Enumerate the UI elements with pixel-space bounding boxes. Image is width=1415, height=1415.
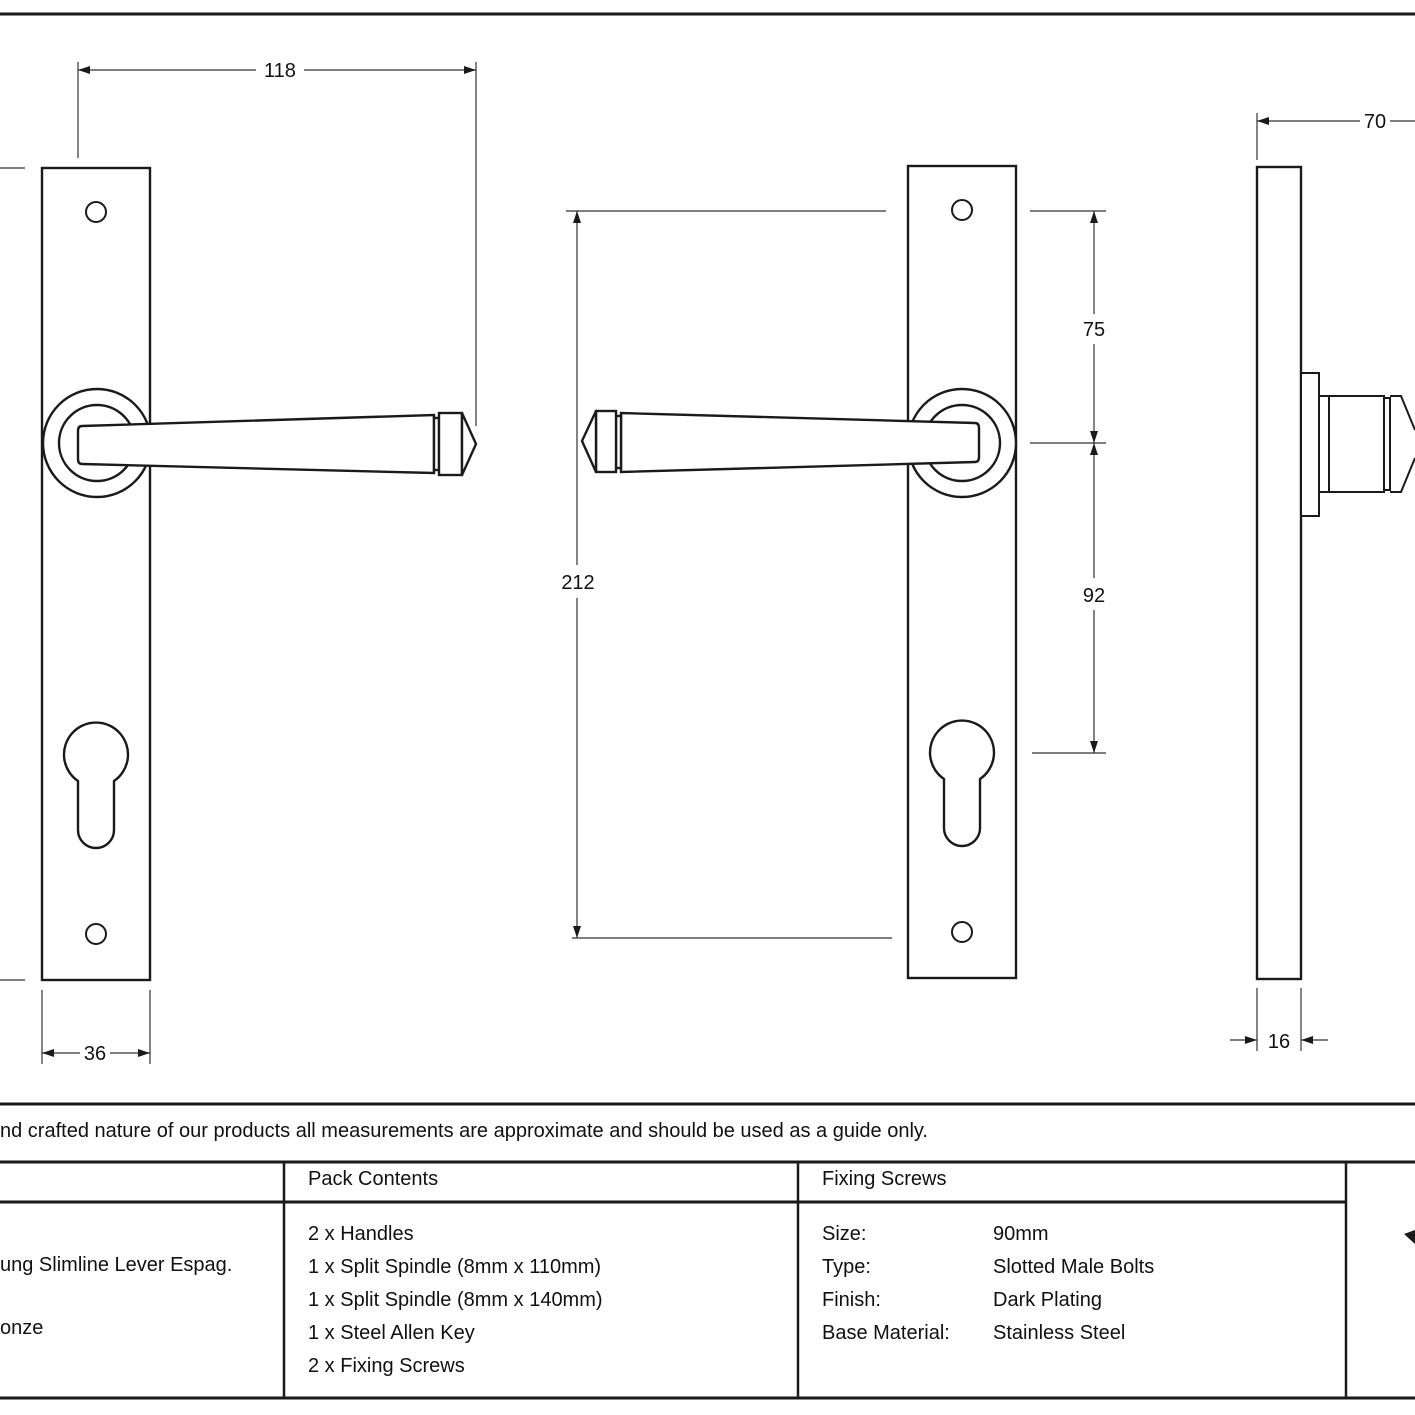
lever-end-cap [437,411,464,477]
spec-key: Type: [822,1256,871,1278]
lever-end-point [580,410,598,473]
spec-row: Finish: Dark Plating [822,1284,1154,1317]
collar-profile [1318,395,1330,493]
spec-row: Base Material: Stainless Steel [822,1317,1154,1350]
measurement-disclaimer: nd crafted nature of our products all me… [0,1120,928,1142]
side-view: 70 16 [1230,111,1415,1053]
neck-profile [1328,395,1385,493]
neck-ring [1383,397,1391,491]
dim-label-16: 16 [1268,1031,1290,1053]
logo-partial-icon [1404,1230,1415,1244]
backplate [40,166,152,982]
lever-end-cap [594,409,618,474]
dim-label-118: 118 [264,60,296,82]
list-item: 1 x Split Spindle (8mm x 110mm) [308,1256,602,1278]
product-name-partial: ung Slimline Lever Espag. [0,1254,233,1276]
lever-end-point [460,412,478,476]
spec-table-grid [0,1160,1415,1400]
top-fixing-hole [85,201,107,223]
fixing-screws-heading: Fixing Screws [822,1168,947,1190]
spec-key: Finish: [822,1289,881,1311]
backplate-profile [1255,165,1303,981]
euro-cylinder-cutout [928,719,996,848]
lever-arm [76,413,436,475]
bottom-fixing-hole [85,923,107,945]
list-item: 1 x Split Spindle (8mm x 140mm) [308,1289,603,1311]
list-item: 2 x Handles [308,1223,414,1245]
list-item: 2 x Fixing Screws [308,1355,465,1377]
rose-profile [1300,372,1320,517]
dim-label-70: 70 [1364,111,1386,133]
lever-profile [1390,395,1415,493]
spec-value: Stainless Steel [993,1322,1126,1344]
spec-value: 90mm [993,1223,1049,1245]
spec-table: ung Slimline Lever Espag. onze Pack Cont… [0,1162,1415,1399]
pack-contents-list: 2 x Handles 1 x Split Spindle (8mm x 110… [308,1218,603,1383]
dim-label-92: 92 [1083,585,1105,607]
spec-key: Base Material: [822,1322,950,1344]
lever-arm [619,411,981,474]
fixing-screws-list: Size: 90mm Type: Slotted Male Bolts Fini… [822,1218,1154,1350]
spec-key: Size: [822,1223,867,1245]
backplate [906,164,1018,980]
pack-contents-heading: Pack Contents [308,1168,439,1190]
front-view-right-hand: 118 36 [0,60,478,1065]
bottom-fixing-hole [951,921,973,943]
list-item: 1 x Steel Allen Key [308,1322,475,1344]
top-fixing-hole [951,199,973,221]
dim-label-212: 212 [561,572,594,594]
product-finish-partial: onze [0,1317,44,1339]
euro-cylinder-cutout [62,721,130,850]
spec-value: Slotted Male Bolts [993,1256,1155,1278]
spec-row: Size: 90mm [822,1218,1154,1251]
spec-row: Type: Slotted Male Bolts [822,1251,1154,1284]
dim-label-75: 75 [1083,319,1105,341]
dim-label-36: 36 [84,1043,106,1065]
front-view-left-hand: 212 75 92 [561,164,1106,980]
spec-value: Dark Plating [993,1289,1102,1311]
